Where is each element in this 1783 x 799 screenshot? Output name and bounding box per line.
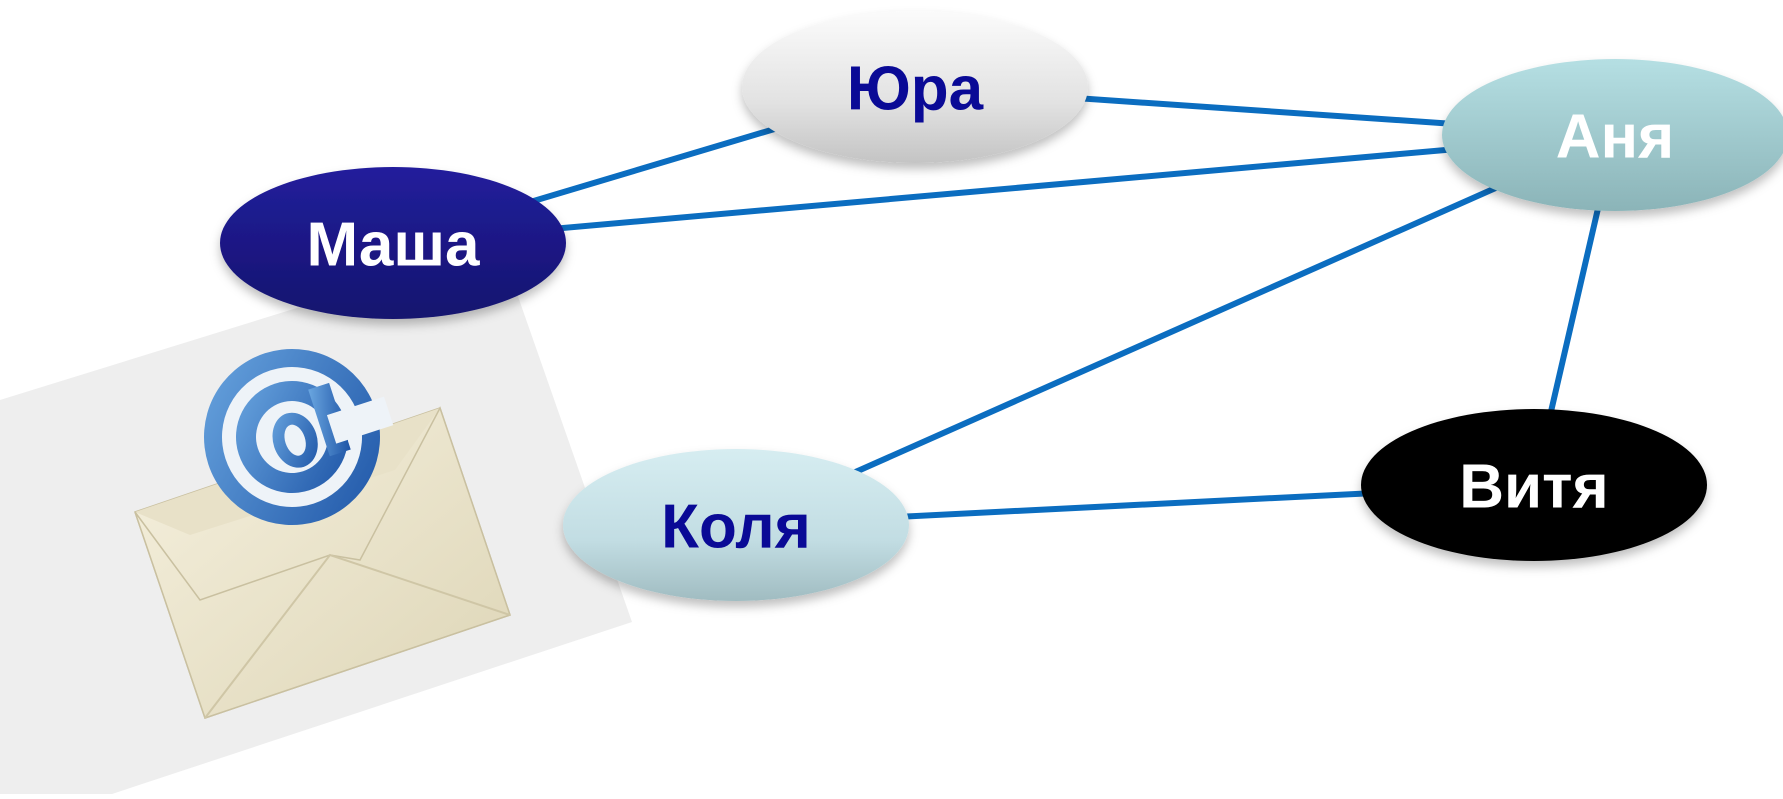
email-envelope-at-icon: [0, 245, 632, 794]
node-label-kolya: Коля: [661, 492, 811, 561]
node-label-yura: Юра: [847, 54, 984, 123]
node-ellipse-masha: [220, 167, 566, 319]
node-anya: Аня: [1442, 59, 1783, 211]
node-ellipse-anya: [1442, 59, 1783, 211]
node-kolya: Коля: [563, 449, 909, 601]
node-masha: Маша: [220, 167, 566, 319]
node-label-masha: Маша: [306, 210, 480, 279]
edge-masha-anya: [392, 132, 1616, 246]
node-ellipse-kolya: [563, 449, 909, 601]
node-yura: Юра: [742, 11, 1088, 163]
node-label-anya: Аня: [1556, 102, 1674, 171]
node-ellipse-vitya: [1361, 409, 1707, 561]
node-ellipse-yura: [742, 11, 1088, 163]
node-label-vitya: Витя: [1459, 452, 1608, 521]
node-vitya: Витя: [1361, 409, 1707, 561]
edge-kolya-anya: [734, 132, 1617, 528]
